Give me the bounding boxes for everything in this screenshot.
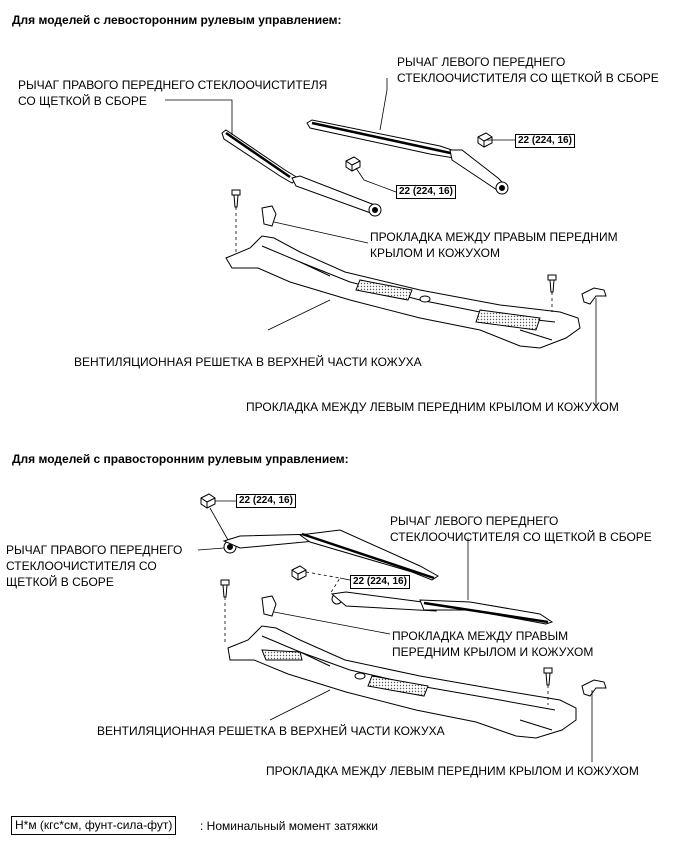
torque-spec-box: 22 (224, 16) <box>350 575 410 589</box>
section-heading-rhd: Для моделей с правосторонним рулевым упр… <box>12 452 349 466</box>
legend-description: : Номинальный момент затяжки <box>200 819 378 833</box>
label-right-wiper-rhd-line1: РЫЧАГ ПРАВОГО ПЕРЕДНЕГО <box>6 543 183 557</box>
nut-icon <box>345 156 361 172</box>
clip-icon <box>231 189 241 208</box>
label-left-seal-lhd: ПРОКЛАДКА МЕЖДУ ЛЕВЫМ ПЕРЕДНИМ КРЫЛОМ И … <box>246 400 619 414</box>
left-fender-seal-lhd <box>581 287 607 305</box>
label-right-wiper-lhd-line1: РЫЧАГ ПРАВОГО ПЕРЕДНЕГО СТЕКЛООЧИСТИТЕЛЯ <box>18 78 328 92</box>
leader-lines-lhd <box>165 78 597 406</box>
cowl-louver-lhd <box>225 235 581 349</box>
label-right-seal-lhd-line2: КРЫЛОМ И КОЖУХОМ <box>370 246 500 260</box>
torque-spec-box: 22 (224, 16) <box>236 494 296 508</box>
label-right-wiper-rhd-line2: СТЕКЛООЧИСТИТЕЛЯ СО <box>6 559 157 573</box>
label-left-wiper-lhd-line2: СТЕКЛООЧИСТИТЕЛЯ СО ЩЕТКОЙ В СБОРЕ <box>397 71 659 85</box>
label-left-seal-rhd: ПРОКЛАДКА МЕЖДУ ЛЕВЫМ ПЕРЕДНИМ КРЫЛОМ И … <box>266 764 639 778</box>
section-heading-lhd: Для моделей с левосторонним рулевым упра… <box>12 13 342 27</box>
left-fender-seal-rhd <box>581 679 607 697</box>
clip-icon <box>547 274 557 293</box>
right-wiper-arm-rhd <box>222 529 439 581</box>
label-right-seal-lhd-line1: ПРОКЛАДКА МЕЖДУ ПРАВЫМ ПЕРЕДНИМ <box>370 230 618 244</box>
cowl-louver-rhd <box>227 625 577 739</box>
nut-icon <box>200 493 216 509</box>
right-fender-seal-rhd <box>261 595 277 617</box>
left-wiper-arm-lhd <box>306 119 509 195</box>
label-right-wiper-lhd-line2: СО ЩЕТКОЙ В СБОРЕ <box>18 94 147 108</box>
label-louver-lhd: ВЕНТИЛЯЦИОННАЯ РЕШЕТКА В ВЕРХНЕЙ ЧАСТИ К… <box>74 355 422 369</box>
left-wiper-arm-rhd <box>330 591 554 625</box>
label-louver-rhd: ВЕНТИЛЯЦИОННАЯ РЕШЕТКА В ВЕРХНЕЙ ЧАСТИ К… <box>97 724 445 738</box>
label-right-seal-rhd-line1: ПРОКЛАДКА МЕЖДУ ПРАВЫМ <box>392 629 569 643</box>
nut-icon <box>477 132 493 148</box>
torque-spec-box: 22 (224, 16) <box>396 185 456 199</box>
right-wiper-arm-lhd <box>221 129 382 217</box>
label-right-wiper-rhd-line3: ЩЕТКОЙ В СБОРЕ <box>6 575 114 589</box>
torque-spec-box: 22 (224, 16) <box>515 134 575 148</box>
legend-torque-unit-box: Н*м (кгс*см, фунт-сила-фут) <box>11 816 177 835</box>
label-left-wiper-rhd-line2: СТЕКЛООЧИСТИТЕЛЯ СО ЩЕТКОЙ В СБОРЕ <box>390 530 652 544</box>
label-left-wiper-rhd-line1: РЫЧАГ ЛЕВОГО ПЕРЕДНЕГО <box>390 514 559 528</box>
clip-icon <box>220 579 230 598</box>
nut-icon <box>291 565 307 581</box>
label-right-seal-rhd-line2: ПЕРЕДНИМ КРЫЛОМ И КОЖУХОМ <box>392 645 594 659</box>
label-left-wiper-lhd-line1: РЫЧАГ ЛЕВОГО ПЕРЕДНЕГО <box>397 55 566 69</box>
leader-lines-rhd <box>197 500 593 762</box>
right-fender-seal-lhd <box>261 205 277 227</box>
clip-icon <box>543 667 553 686</box>
